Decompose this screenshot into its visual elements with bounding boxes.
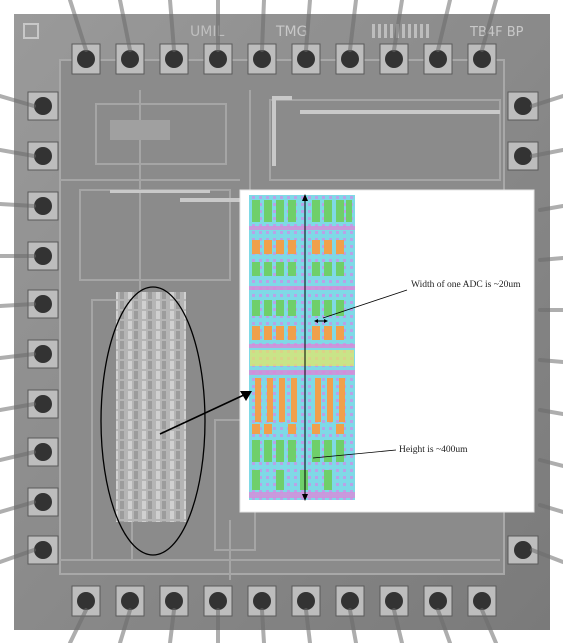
height-marker <box>302 194 308 501</box>
height-leader-line <box>312 449 397 459</box>
width-annotation: Width of one ADC is ~20um <box>411 280 521 290</box>
height-annotation: Height is ~400um <box>399 445 468 455</box>
bond-pads-right <box>507 91 539 565</box>
adc-layout-image <box>249 195 355 500</box>
die-marking-left: UMIL <box>190 24 224 40</box>
width-marker <box>314 319 328 323</box>
die-marking-center: TMG <box>275 24 307 40</box>
width-leader-line <box>322 289 408 319</box>
bond-pads-bottom <box>71 585 497 617</box>
die-marking: UMIL TMG TB4F BP <box>23 23 524 40</box>
adc-highlight-ellipse <box>100 286 206 556</box>
adc-array-on-die <box>116 292 186 522</box>
die-marking-right: TB4F BP <box>469 25 524 40</box>
zoom-arrow <box>159 391 252 435</box>
bond-pads-left <box>27 91 59 565</box>
circuit-blocks-light <box>110 96 500 202</box>
